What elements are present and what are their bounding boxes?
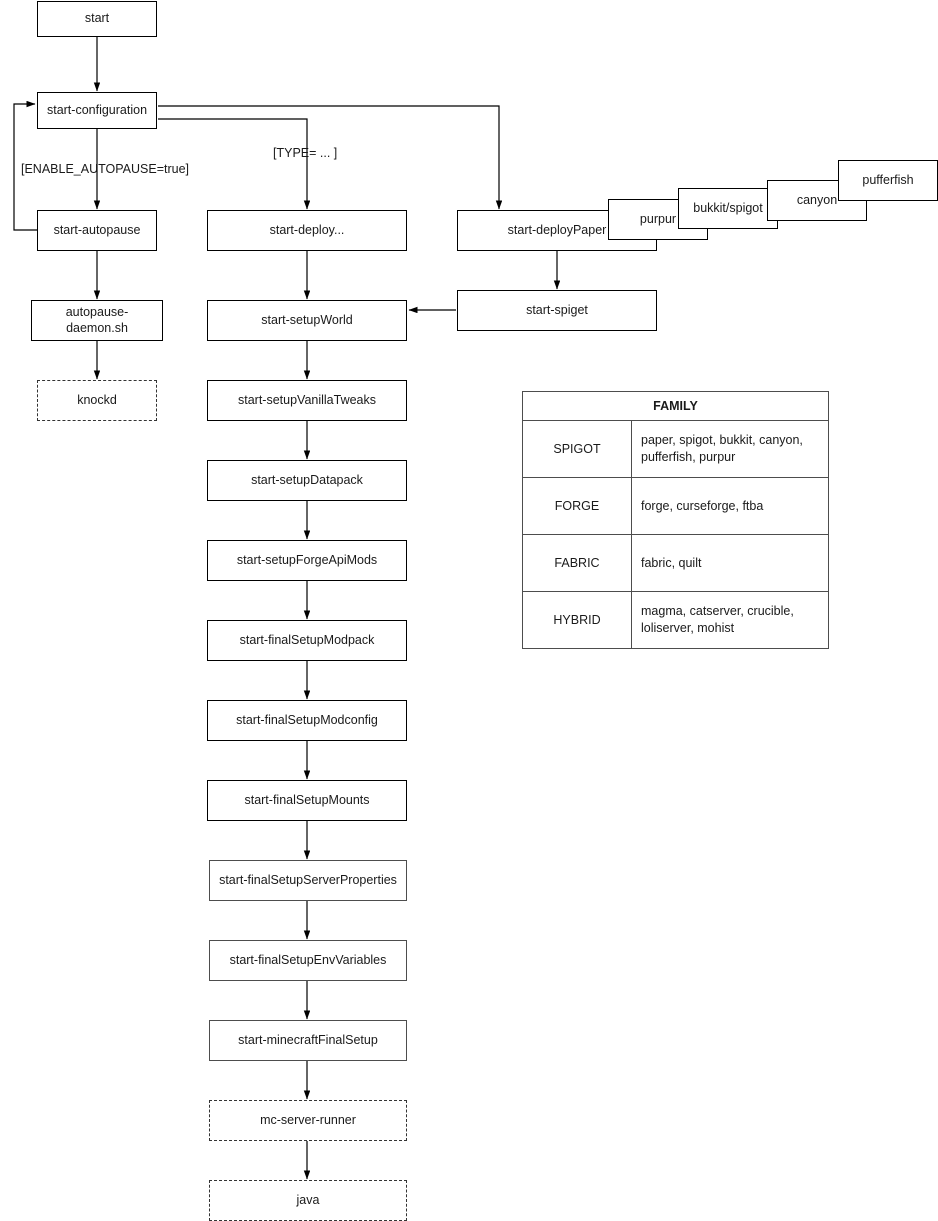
node-start-deploy[interactable]: start-deploy... [207, 210, 407, 251]
node-knockd[interactable]: knockd [37, 380, 157, 421]
family-legend-table: FAMILY SPIGOT paper, spigot, bukkit, can… [522, 391, 829, 649]
family-members-hybrid: magma, catserver, crucible, loliserver, … [631, 591, 829, 649]
node-start-autopause[interactable]: start-autopause [37, 210, 157, 251]
node-start-final-setup-modconfig[interactable]: start-finalSetupModconfig [207, 700, 407, 741]
table-row: FABRIC fabric, quilt [522, 534, 829, 592]
family-name-hybrid: HYBRID [522, 591, 632, 649]
edge-label-type: [TYPE= ... ] [273, 146, 338, 160]
node-start-final-setup-mounts[interactable]: start-finalSetupMounts [207, 780, 407, 821]
family-members-fabric: fabric, quilt [631, 534, 829, 592]
node-mc-server-runner[interactable]: mc-server-runner [209, 1100, 407, 1141]
family-name-fabric: FABRIC [522, 534, 632, 592]
node-java[interactable]: java [209, 1180, 407, 1221]
node-start-final-setup-server-properties[interactable]: start-finalSetupServerProperties [209, 860, 407, 901]
family-name-spigot: SPIGOT [522, 420, 632, 478]
table-row: FORGE forge, curseforge, ftba [522, 477, 829, 535]
family-members-forge: forge, curseforge, ftba [631, 477, 829, 535]
node-start-setup-forge-api-mods[interactable]: start-setupForgeApiMods [207, 540, 407, 581]
node-start-setup-vanilla-tweaks[interactable]: start-setupVanillaTweaks [207, 380, 407, 421]
node-autopause-daemon[interactable]: autopause-daemon.sh [31, 300, 163, 341]
node-start-minecraft-final-setup[interactable]: start-minecraftFinalSetup [209, 1020, 407, 1061]
node-bukkit-spigot[interactable]: bukkit/spigot [678, 188, 778, 229]
family-table-body: SPIGOT paper, spigot, bukkit, canyon, pu… [522, 420, 829, 649]
node-start[interactable]: start [37, 1, 157, 37]
node-pufferfish[interactable]: pufferfish [838, 160, 938, 201]
node-start-setup-world[interactable]: start-setupWorld [207, 300, 407, 341]
table-row: HYBRID magma, catserver, crucible, lolis… [522, 591, 829, 649]
table-row: SPIGOT paper, spigot, bukkit, canyon, pu… [522, 420, 829, 478]
family-table-title: FAMILY [522, 391, 829, 421]
node-start-spiget[interactable]: start-spiget [457, 290, 657, 331]
node-start-setup-datapack[interactable]: start-setupDatapack [207, 460, 407, 501]
node-start-final-setup-modpack[interactable]: start-finalSetupModpack [207, 620, 407, 661]
node-start-configuration[interactable]: start-configuration [37, 92, 157, 129]
edge-label-enable-autopause: [ENABLE_AUTOPAUSE=true] [21, 162, 190, 176]
node-start-final-setup-env-variables[interactable]: start-finalSetupEnvVariables [209, 940, 407, 981]
family-members-spigot: paper, spigot, bukkit, canyon, pufferfis… [631, 420, 829, 478]
family-name-forge: FORGE [522, 477, 632, 535]
